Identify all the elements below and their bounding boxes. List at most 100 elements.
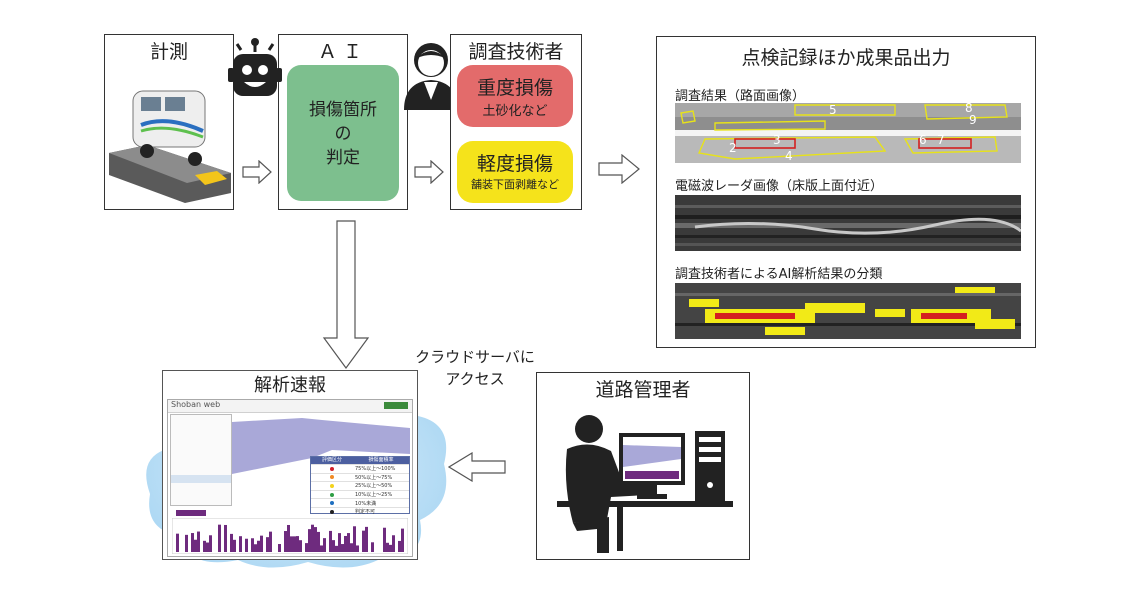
- survey-number-6: 6: [919, 133, 927, 147]
- damage-bar: [341, 544, 344, 552]
- damage-bar: [176, 533, 179, 552]
- legend-row: 判定不可: [311, 506, 409, 516]
- damage-bar: [389, 544, 392, 552]
- engineer-title: 調査技術者: [468, 41, 564, 63]
- damage-bar: [257, 540, 260, 552]
- legend-header-class: 評価区分: [321, 457, 342, 463]
- damage-bar: [224, 524, 227, 552]
- legend-row-text: 75%以上～100%: [355, 466, 396, 473]
- judgement-line-1: 損傷箇所: [309, 100, 377, 120]
- damage-bar: [230, 533, 233, 552]
- damage-bar: [338, 533, 341, 552]
- output-title: 点検記録ほか成果品出力: [741, 47, 951, 69]
- engineer-box: 調査技術者 重度損傷 土砂化など 軽度損傷 舗装下面剥離など: [450, 34, 582, 210]
- damage-bar: [362, 530, 365, 552]
- damage-bar: [401, 528, 404, 552]
- em-radar-label: 電磁波レーダ画像（床版上面付近）: [675, 179, 884, 194]
- legend-rows: 75%以上～100%50%以上～75%25%以上～50%10%以上～25%10%…: [311, 464, 409, 516]
- damage-bar: [356, 545, 359, 552]
- report-damage-chart: [172, 518, 408, 554]
- judgement-line-2: の: [334, 124, 352, 144]
- measure-box: 計測: [104, 34, 234, 210]
- damage-bar: [239, 536, 242, 552]
- survey-number-3: 3: [773, 133, 781, 147]
- damage-bar: [233, 539, 236, 552]
- em-radar-image: [675, 195, 1021, 251]
- damage-bar: [308, 529, 311, 552]
- legend-color-dot: [330, 509, 334, 514]
- survey-number-2: 2: [729, 141, 737, 155]
- heavy-damage-label: 重度損傷: [476, 77, 553, 99]
- damage-bar: [383, 527, 386, 552]
- damage-bar: [329, 530, 332, 552]
- output-box: 点検記録ほか成果品出力 調査結果（路面画像） 5 3 6 2 4 8 7 9 電…: [656, 36, 1036, 348]
- damage-bar: [194, 539, 197, 552]
- damage-bar: [278, 544, 281, 552]
- legend-row-text: 10%以上～25%: [355, 492, 393, 499]
- survey-number-4: 4: [785, 149, 793, 163]
- light-damage-label: 軽度損傷: [476, 153, 553, 175]
- judgement-line-3: 判定: [326, 148, 360, 168]
- damage-bar: [269, 531, 272, 552]
- damage-bar: [353, 526, 356, 552]
- arrow-measure-to-ai: [242, 160, 272, 184]
- survey-number-7: 7: [937, 133, 945, 147]
- legend-color-dot: [330, 501, 334, 506]
- report-screenshot: Shoban web 評価区分 損傷面積率 75%以上～100%50%以上～75…: [167, 399, 413, 557]
- legend-color-dot: [330, 483, 334, 488]
- light-damage-badge: 軽度損傷 舗装下面剥離など: [457, 141, 573, 203]
- report-brand-logo: [384, 402, 408, 409]
- damage-bar: [266, 537, 269, 552]
- damage-bar: [347, 533, 350, 552]
- damage-bar: [197, 531, 200, 552]
- damage-bar: [317, 531, 320, 552]
- survey-number-5: 5: [829, 103, 837, 117]
- manager-title: 道路管理者: [595, 379, 691, 401]
- damage-bar: [203, 540, 206, 552]
- engineer-person-icon: [404, 43, 458, 110]
- damage-bar: [365, 526, 368, 552]
- heavy-damage-badge: 重度損傷 土砂化など: [457, 65, 573, 127]
- report-side-panel: [170, 414, 232, 506]
- damage-bar: [392, 535, 395, 552]
- damage-bar: [311, 524, 314, 552]
- legend-row-text: 50%以上～75%: [355, 474, 393, 481]
- classification-label: 調査技術者によるAI解析結果の分類: [675, 267, 883, 282]
- ai-classification-image: [675, 283, 1021, 339]
- manager-box: 道路管理者: [536, 372, 750, 560]
- arrow-ai-to-engineer: [414, 160, 444, 184]
- survey-result-label: 調査結果（路面画像）: [675, 89, 806, 104]
- legend-color-dot: [330, 466, 334, 471]
- legend-row-text: 判定不可: [355, 509, 376, 516]
- damage-bar: [386, 542, 389, 552]
- damage-judgement-block: 損傷箇所 の 判定: [287, 65, 399, 201]
- ai-title: ＡＩ: [317, 41, 368, 63]
- legend-color-dot: [330, 492, 334, 497]
- arrow-ai-to-report: [322, 220, 370, 370]
- report-bottom-tab[interactable]: [176, 510, 206, 516]
- damage-bar: [350, 543, 353, 552]
- cloud-access-line2: アクセス: [445, 370, 505, 388]
- legend-header-row: 評価区分 損傷面積率: [311, 457, 409, 464]
- damage-bar: [218, 524, 221, 552]
- damage-bar: [260, 535, 263, 552]
- legend-color-dot: [330, 475, 334, 480]
- damage-bar: [287, 524, 290, 552]
- report-legend-table: 評価区分 損傷面積率 75%以上～100%50%以上～75% 25%以上～50% 1…: [310, 456, 410, 516]
- road-surface-image: [675, 103, 1021, 163]
- robot-icon: [228, 38, 282, 96]
- damage-bar: [323, 538, 326, 552]
- cloud-access-line1: クラウドサーバに: [415, 348, 535, 366]
- legend-row: 50%以上～75%: [311, 472, 409, 482]
- damage-bar: [335, 545, 338, 552]
- legend-row: 25%以上～50%: [311, 481, 409, 490]
- legend-row: 10%以上～25%: [311, 489, 409, 499]
- damage-bar: [185, 534, 188, 552]
- damage-bar: [320, 545, 323, 552]
- report-side-button[interactable]: [171, 475, 231, 483]
- arrow-engineer-to-output: [598, 154, 640, 184]
- survey-vehicle-illustration: [109, 90, 231, 203]
- legend-row-text: 25%以上～50%: [355, 483, 393, 490]
- ai-box: ＡＩ 損傷箇所 の 判定: [278, 34, 408, 210]
- damage-bar: [305, 543, 308, 552]
